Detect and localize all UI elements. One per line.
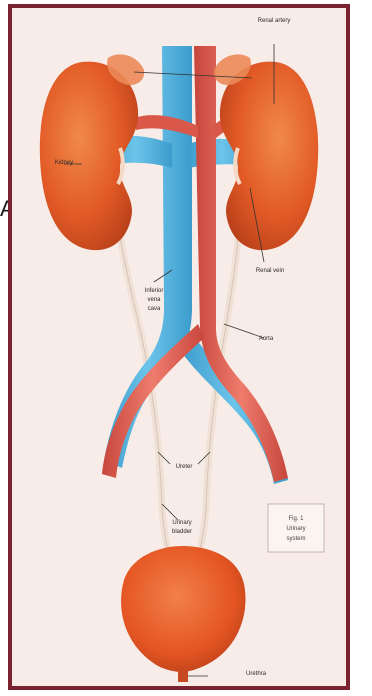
label-aorta: Aorta (259, 336, 274, 342)
label-urinary-bladder: Urinary bladder (172, 520, 192, 535)
label-renal-vein: Renal vein (256, 268, 284, 274)
label-bladder-line-1: Urinary (172, 520, 191, 526)
urethra-stub (178, 670, 188, 682)
label-inferior-vena-cava: Inferior vena cava (145, 288, 164, 312)
figure-frame: Renal artery Kidney Renal vein Inferior … (8, 4, 350, 690)
urinary-system-diagram: Renal artery Kidney Renal vein Inferior … (12, 8, 346, 686)
label-kidney: Kidney (55, 160, 73, 166)
bladder-body (121, 546, 245, 672)
caption-line-1: Fig. 1 (288, 516, 304, 522)
label-vena-cava-line-2: vena (147, 297, 161, 303)
label-renal-artery-text: Renal artery (258, 18, 291, 24)
label-vena-cava-line-1: Inferior (145, 288, 164, 294)
label-renal-artery: Renal artery (258, 18, 291, 24)
figure-caption-box: Fig. 1 Urinary system (268, 504, 324, 552)
caption-line-3: system (286, 536, 305, 542)
label-ureter: Ureter (176, 464, 193, 470)
label-urethra-text: Urethra (246, 671, 267, 677)
label-ureter-text: Ureter (176, 464, 193, 470)
label-kidney-text: Kidney (55, 160, 73, 166)
caption-line-2: Urinary (286, 526, 305, 532)
urinary-bladder (121, 546, 245, 682)
label-renal-vein-text: Renal vein (256, 268, 284, 274)
label-vena-cava-line-3: cava (148, 306, 161, 312)
label-bladder-line-2: bladder (172, 529, 192, 535)
label-urethra: Urethra (246, 671, 267, 677)
label-aorta-text: Aorta (259, 336, 274, 342)
